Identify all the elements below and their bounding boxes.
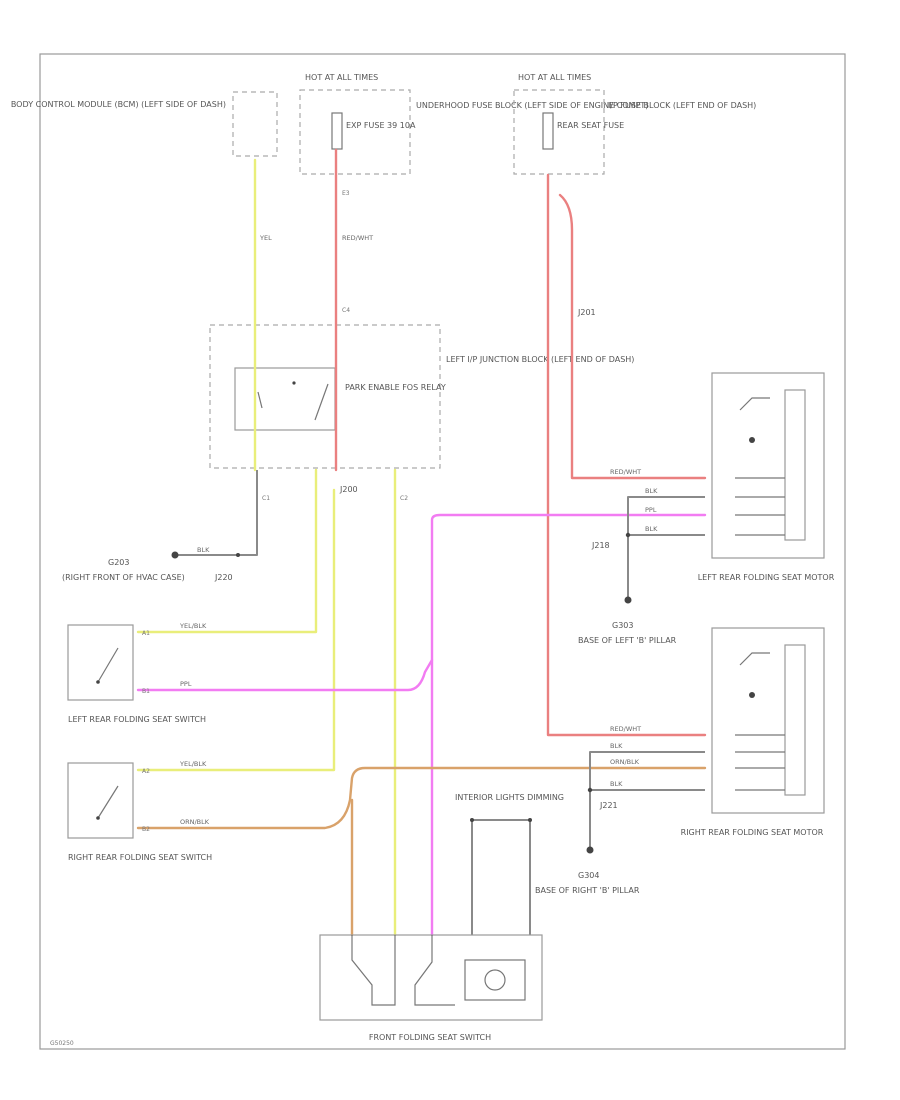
left-motor-body xyxy=(784,389,806,541)
relay-coil-symbol xyxy=(257,391,263,409)
pin-right-switch-a2: A2 xyxy=(142,768,150,775)
front-switch-internal-right xyxy=(414,935,455,1006)
rear-seat-fuse-label: REAR SEAT FUSE xyxy=(557,121,624,130)
g303-desc: BASE OF LEFT 'B' PILLAR xyxy=(578,636,677,645)
right-switch-box xyxy=(67,762,134,839)
figure-code: G50250 xyxy=(50,1040,74,1047)
j221-splice-dot xyxy=(587,787,593,793)
pin-fuse-e3: E3 xyxy=(342,190,350,197)
wire-label-blk-left-motor-b: BLK xyxy=(645,525,658,533)
g304-title: G304 xyxy=(578,871,599,880)
left-motor-box xyxy=(711,372,825,559)
right-switch-contact xyxy=(97,785,119,819)
wire-label-ppl-motor: PPL xyxy=(645,506,657,514)
pin-right-switch-b2: B2 xyxy=(142,826,150,833)
rear-seat-fuse-symbol xyxy=(542,112,554,150)
junction-block-box xyxy=(209,324,441,469)
left-switch-contact xyxy=(97,647,119,683)
right-motor-body xyxy=(784,644,806,796)
front-switch-box xyxy=(319,934,543,1021)
g203-ground-dot xyxy=(171,551,179,559)
j200-label: J200 xyxy=(339,485,358,494)
left-switch-box xyxy=(67,624,134,701)
g203-desc: (RIGHT FRONT OF HVAC CASE) xyxy=(62,573,185,582)
g303-title: G303 xyxy=(612,621,633,630)
exp-fuse-label: EXP FUSE 39 10A xyxy=(346,121,416,130)
bcm-box xyxy=(232,91,278,157)
bcm-label: BODY CONTROL MODULE (BCM) (LEFT SIDE OF … xyxy=(11,100,226,109)
wire-ppl-left-motor xyxy=(136,513,707,692)
right-switch-pivot xyxy=(96,816,100,820)
left-switch-label: LEFT REAR FOLDING SEAT SWITCH xyxy=(68,715,206,724)
wire-label-ornblk-right: ORN/BLK xyxy=(180,818,210,826)
wire-blk-right-motor-a xyxy=(589,751,705,850)
front-switch-label: FRONT FOLDING SEAT SWITCH xyxy=(369,1033,491,1042)
pin-relay-c2: C2 xyxy=(400,495,408,502)
ip-fuse-block-label: I/P FUSE BLOCK (LEFT END OF DASH) xyxy=(608,101,756,110)
j221-label: J221 xyxy=(599,801,618,810)
underhood-fuse-block-box xyxy=(299,89,411,175)
wire-red-rear-seat-fuse-left xyxy=(558,193,707,480)
relay-box xyxy=(234,367,336,431)
junction-block-label: LEFT I/P JUNCTION BLOCK (LEFT END OF DAS… xyxy=(446,355,634,364)
underhood-fuse-block-label: UNDERHOOD FUSE BLOCK (LEFT SIDE OF ENGIN… xyxy=(416,101,648,110)
wire-label-ornblk-motor: ORN/BLK xyxy=(610,758,640,766)
pin-left-switch-b1: B1 xyxy=(142,688,150,695)
wire-label-blk-right-motor-a: BLK xyxy=(610,742,623,750)
wire-ornblk-right-switch xyxy=(136,766,707,830)
g304-ground-dot xyxy=(586,846,594,854)
interior-lights-label: INTERIOR LIGHTS DIMMING xyxy=(455,793,564,802)
front-switch-lamp-box xyxy=(464,959,526,1001)
g303-ground-dot xyxy=(624,596,632,604)
front-switch-lamp-icon xyxy=(484,969,506,991)
diagram-frame xyxy=(39,53,846,1050)
wire-label-yelblk-right: YEL/BLK xyxy=(179,760,207,768)
j220-label: J220 xyxy=(214,573,233,582)
pin-relay-c4: C4 xyxy=(342,307,350,314)
ip-fuse-block-box xyxy=(513,89,605,175)
relay-contact-symbol xyxy=(314,383,329,421)
wire-label-red-right-motor: RED/WHT xyxy=(610,725,641,733)
j218-label: J218 xyxy=(591,541,610,550)
wire-label-blk-g203: BLK xyxy=(197,546,210,554)
wire-red-rear-seat-fuse-right xyxy=(546,173,707,737)
exp-fuse-symbol xyxy=(331,112,343,150)
interior-lights-terminal-right xyxy=(528,818,532,822)
wire-blk-g203 xyxy=(175,470,258,556)
wire-label-yel: YEL xyxy=(259,234,272,242)
right-motor-label: RIGHT REAR FOLDING SEAT MOTOR xyxy=(681,828,824,837)
relay-terminal xyxy=(292,381,296,385)
wire-label-blk-right-motor-b: BLK xyxy=(610,780,623,788)
right-switch-label: RIGHT REAR FOLDING SEAT SWITCH xyxy=(68,853,212,862)
front-switch-internal-left xyxy=(351,935,396,1006)
wire-yelblk-left-switch xyxy=(136,468,318,634)
g203-title: G203 xyxy=(108,558,129,567)
wire-label-red-left-motor: RED/WHT xyxy=(610,468,641,476)
interior-lights-terminal-left xyxy=(470,818,474,822)
wire-label-red-exp: RED/WHT xyxy=(342,234,373,242)
left-switch-pivot xyxy=(96,680,100,684)
relay-label: PARK ENABLE FOS RELAY xyxy=(345,383,446,392)
j220-splice-dot xyxy=(236,553,240,557)
pin-left-switch-a1: A1 xyxy=(142,630,150,637)
wire-yelblk-right-switch xyxy=(136,488,336,772)
left-motor-internal-lines xyxy=(735,397,785,536)
wire-label-ppl-left: PPL xyxy=(180,680,192,688)
left-motor-icon xyxy=(749,437,755,443)
right-motor-icon xyxy=(749,692,755,698)
wire-label-yelblk-left: YEL/BLK xyxy=(179,622,207,630)
hot-at-all-times-2-label: HOT AT ALL TIMES xyxy=(518,73,591,82)
right-motor-box xyxy=(711,627,825,814)
wire-blk-left-motor-a xyxy=(627,496,705,600)
pin-relay-c1: C1 xyxy=(262,495,270,502)
g304-desc: BASE OF RIGHT 'B' PILLAR xyxy=(535,886,640,895)
j218-splice-dot xyxy=(625,532,631,538)
left-motor-label: LEFT REAR FOLDING SEAT MOTOR xyxy=(698,573,835,582)
j201-label: J201 xyxy=(577,308,596,317)
wire-label-blk-left-motor-a: BLK xyxy=(645,487,658,495)
right-motor-internal-lines xyxy=(735,652,785,791)
wire-interior-lights xyxy=(471,819,531,935)
hot-at-all-times-1-label: HOT AT ALL TIMES xyxy=(305,73,378,82)
